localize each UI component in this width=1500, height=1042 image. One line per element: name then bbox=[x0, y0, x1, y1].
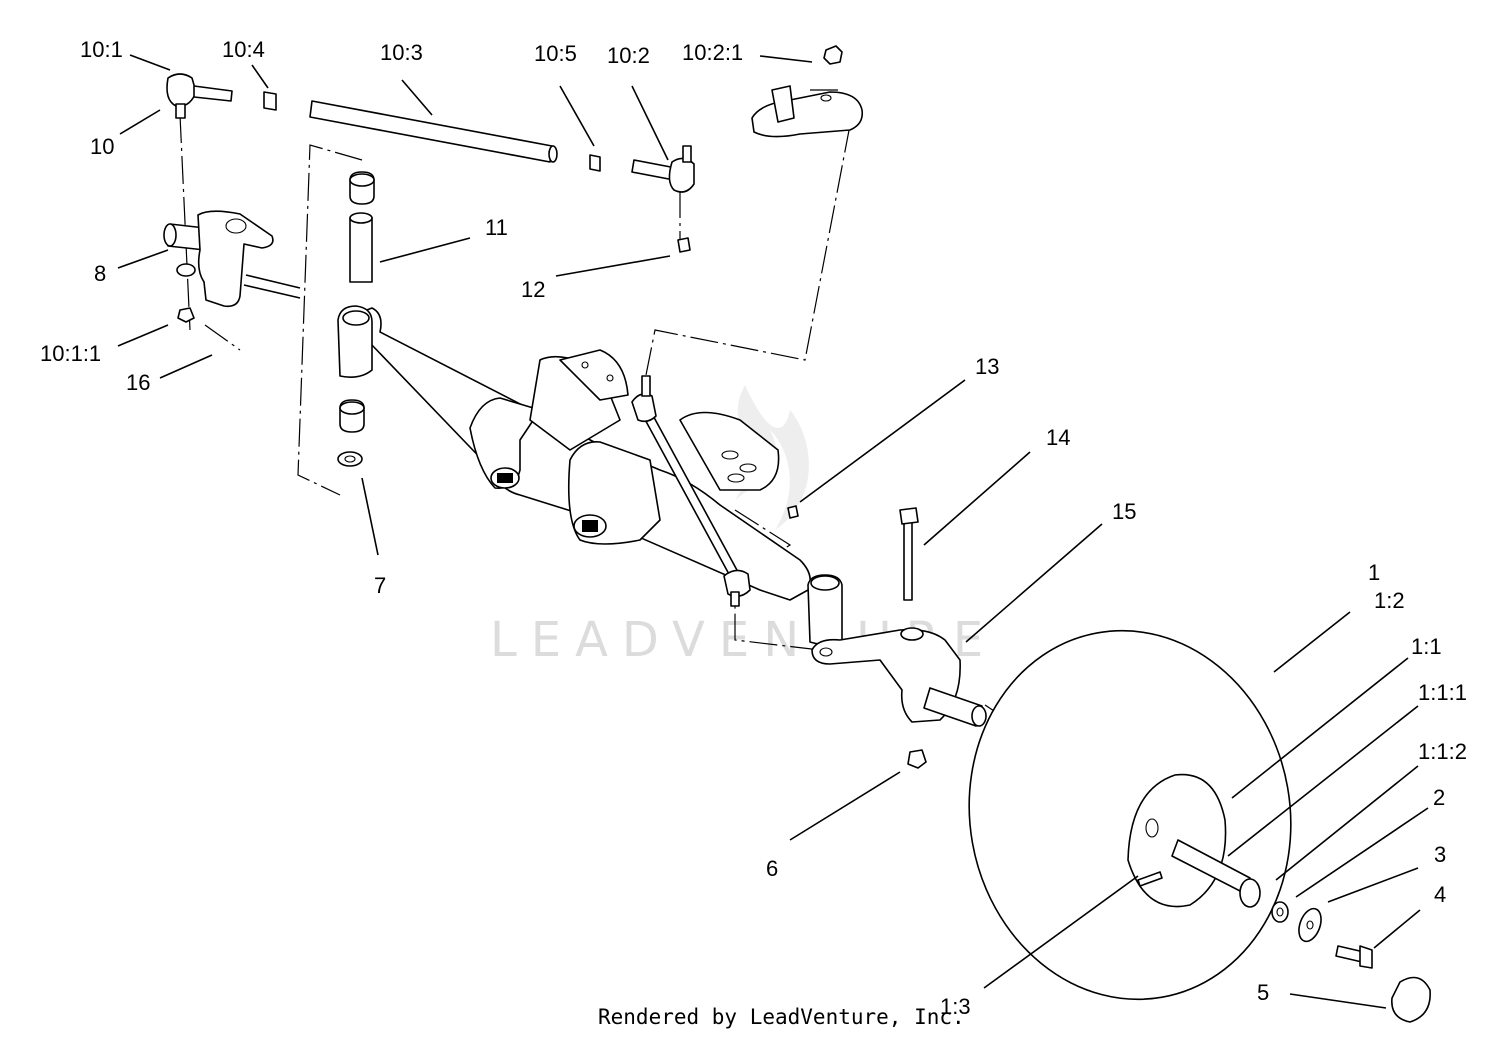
axle-mount-left-bolt-2 bbox=[606, 374, 614, 382]
wheel-assembly bbox=[968, 629, 1431, 1023]
callout-16: 16 bbox=[126, 370, 150, 395]
front-axle bbox=[337, 305, 811, 601]
drag-link-end-lower-stud bbox=[730, 591, 740, 607]
nut-10-1-1 bbox=[177, 307, 195, 323]
jam-nut-right bbox=[589, 154, 601, 172]
right-spindle bbox=[807, 507, 987, 769]
left-spindle-axle-end bbox=[163, 223, 177, 247]
left-spindle-ball bbox=[176, 263, 196, 277]
wheel-rim bbox=[1127, 773, 1227, 908]
bolt-4-head bbox=[1359, 945, 1373, 969]
axle-plate-slot-2 bbox=[739, 463, 757, 473]
callout-10: 10 bbox=[90, 134, 114, 159]
callout-1-1: 1:1 bbox=[1411, 634, 1442, 659]
right-spindle-arm-hole bbox=[819, 647, 833, 657]
left-spindle bbox=[163, 210, 301, 323]
spindle-bolt-head bbox=[899, 507, 919, 525]
axle-bushing-left-shade bbox=[497, 473, 513, 483]
washer-7-hole bbox=[344, 455, 356, 463]
tie-rod-end-left-stud bbox=[175, 103, 186, 119]
callout-7: 7 bbox=[374, 573, 386, 598]
tie-rod-tube-end bbox=[548, 145, 558, 163]
axle-plate-slot-3 bbox=[727, 473, 745, 483]
drag-link-end-upper-stud bbox=[641, 375, 651, 397]
footer-credit: Rendered by LeadVenture, Inc. bbox=[598, 1005, 965, 1029]
callout-10-1-1: 10:1:1 bbox=[40, 341, 101, 366]
tie-rod-end-right bbox=[668, 157, 695, 193]
spindle-bolt bbox=[903, 519, 913, 601]
callout-10-1: 10:1 bbox=[80, 37, 123, 62]
wheel-hub-hole bbox=[1145, 818, 1159, 838]
valve-stem bbox=[1137, 871, 1163, 887]
steering-arm-body bbox=[751, 91, 864, 138]
axle-plate-slot-1 bbox=[721, 450, 739, 460]
callout-4: 4 bbox=[1434, 882, 1446, 907]
spacer-1-1-1 bbox=[1239, 878, 1261, 908]
callout-1-1-1: 1:1:1 bbox=[1418, 680, 1467, 705]
callout-1-3: 1:3 bbox=[940, 994, 971, 1019]
jam-nut-left bbox=[263, 91, 277, 111]
callout-1-2: 1:2 bbox=[1374, 588, 1405, 613]
pivot-sleeve-top bbox=[349, 212, 373, 224]
right-spindle-axle-end bbox=[971, 705, 987, 727]
nut-12 bbox=[677, 237, 691, 253]
tie-rod-tube bbox=[309, 100, 553, 163]
washer-3-hole bbox=[1306, 920, 1314, 930]
callout-10-3: 10:3 bbox=[380, 40, 423, 65]
callout-10-5: 10:5 bbox=[534, 41, 577, 66]
steering-arm bbox=[751, 85, 864, 138]
axle-bushing-right-shade bbox=[582, 520, 598, 532]
left-spindle-tierod-link-2 bbox=[245, 274, 301, 289]
callout-10-4: 10:4 bbox=[222, 37, 265, 62]
left-spindle-body bbox=[197, 210, 274, 308]
hub-cap-5 bbox=[1391, 976, 1431, 1023]
pivot-sleeve bbox=[349, 217, 373, 283]
tie-rod-end-left bbox=[166, 73, 197, 108]
callout-11: 11 bbox=[485, 215, 508, 240]
right-spindle-kingpin-hole bbox=[900, 627, 924, 641]
bushing-lower-top bbox=[339, 401, 365, 415]
left-spindle-tierod-link bbox=[243, 284, 301, 299]
nut-6 bbox=[907, 749, 927, 769]
callout-10-2-1: 10:2:1 bbox=[682, 40, 743, 65]
axle-mount-left-bolt-1 bbox=[581, 361, 589, 369]
nut-13 bbox=[787, 505, 799, 519]
callout-8: 8 bbox=[94, 261, 106, 286]
callout-12: 12 bbox=[521, 277, 545, 302]
callout-5: 5 bbox=[1257, 980, 1269, 1005]
pivot-bushings bbox=[337, 171, 375, 467]
callout-13: 13 bbox=[975, 354, 999, 379]
nut-10-2-1 bbox=[823, 45, 843, 65]
bushing-upper-top bbox=[349, 173, 375, 187]
drag-link-end-upper bbox=[631, 393, 657, 423]
steering-arm-hole bbox=[820, 94, 832, 102]
leader-lines bbox=[117, 54, 1429, 1009]
front-axle-pivot-hole bbox=[342, 310, 370, 326]
right-spindle-sleeve-top bbox=[810, 575, 840, 591]
tie-rod-assembly bbox=[166, 45, 843, 253]
callout-15: 15 bbox=[1112, 499, 1136, 524]
tire bbox=[968, 629, 1292, 1001]
callout-labels: 10:1 10:4 10:3 10:5 10:2 10:2:1 10 11 8 … bbox=[40, 37, 1467, 1019]
callout-1: 1 bbox=[1368, 560, 1380, 585]
left-spindle-boss bbox=[225, 218, 247, 234]
callout-6: 6 bbox=[766, 856, 778, 881]
washer-1-1-2-hole bbox=[1276, 907, 1284, 917]
axle-mount-left-plate bbox=[559, 349, 629, 401]
drag-link bbox=[631, 375, 799, 607]
callout-2: 2 bbox=[1433, 785, 1445, 810]
callout-14: 14 bbox=[1046, 425, 1070, 450]
callout-10-2: 10:2 bbox=[607, 43, 650, 68]
steering-shaft-spline bbox=[771, 85, 795, 123]
tie-rod-end-right-stud bbox=[682, 145, 692, 163]
tie-rod-end-left-shaft bbox=[193, 85, 233, 102]
callout-1-1-2: 1:1:2 bbox=[1418, 739, 1467, 764]
callout-3: 3 bbox=[1434, 842, 1446, 867]
